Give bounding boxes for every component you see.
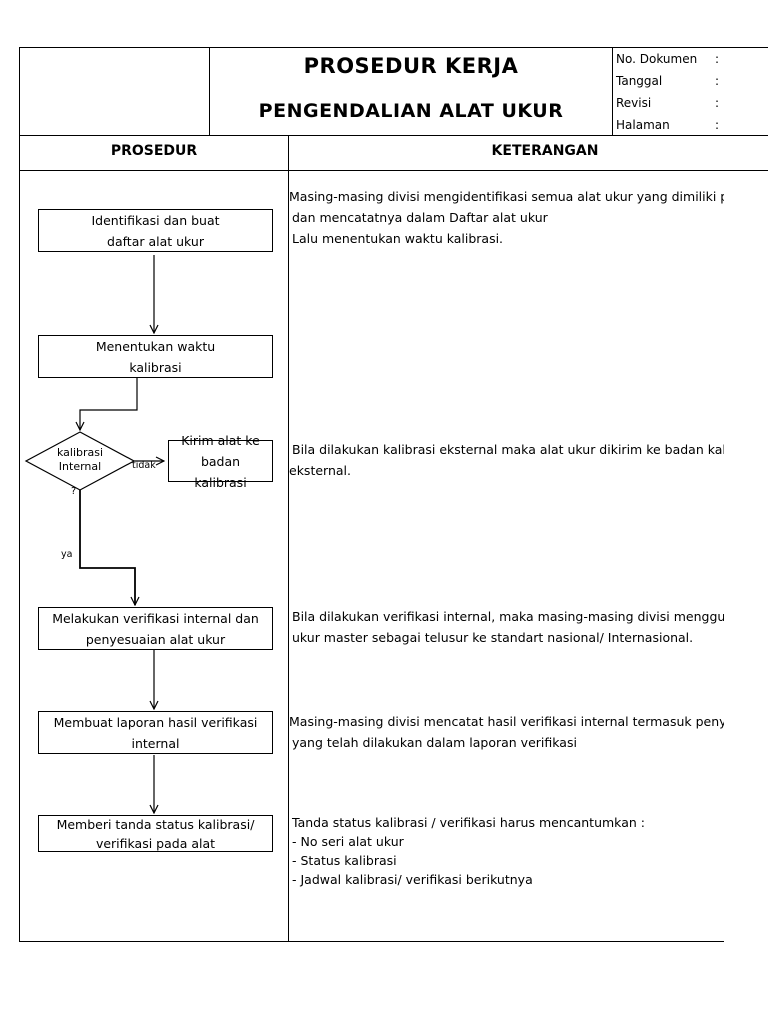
meta-colon: :: [715, 74, 720, 88]
note-line: yang telah dilakukan dalam laporan verif…: [292, 735, 577, 750]
step-identify-line1: Identifikasi dan buat: [91, 212, 220, 228]
note-status: Tanda status kalibrasi / verifikasi haru…: [292, 813, 645, 889]
label-ya: ya: [61, 549, 73, 560]
note-line: Tanda status kalibrasi / verifikasi haru…: [292, 815, 645, 830]
note-line: Lalu menentukan waktu kalibrasi.: [292, 231, 504, 246]
step-identify-line2: daftar alat ukur: [107, 233, 204, 249]
step-report-line1: Membuat laporan hasil verifikasi: [53, 714, 258, 730]
note-line: - Status kalibrasi: [292, 853, 397, 868]
step-label-line2: verifikasi pada alat: [95, 835, 216, 851]
step-verify-line2: penyesuaian alat ukur: [85, 631, 226, 647]
decision-label: kalibrasi Internal: [44, 446, 116, 474]
note-line: Bila dilakukan kalibrasi eksternal maka …: [292, 442, 724, 457]
meta-label-halaman: Halaman: [616, 118, 670, 132]
note-line: eksternal.: [289, 463, 351, 478]
decision-label-line2: Internal: [58, 460, 102, 473]
step-verify-box: Melakukan verifikasi internal dan penyesu…: [38, 607, 273, 650]
note-line: - Jadwal kalibrasi/ verifikasi berikutny…: [292, 872, 533, 887]
step-schedule-line2: kalibrasi: [129, 359, 182, 375]
notes-clip: Masing-masing divisi mengidentifikasi se…: [289, 171, 724, 941]
step-label-line1: Memberi tanda status kalibrasi/: [56, 816, 255, 832]
meta-colon: :: [715, 96, 720, 110]
step-schedule-box: Menentukan waktu kalibrasi: [38, 335, 273, 378]
meta-label-no-dokumen: No. Dokumen: [616, 52, 698, 66]
step-label-box: Memberi tanda status kalibrasi/verifikas…: [38, 815, 273, 852]
decision-question-mark: ?: [71, 486, 77, 497]
note-line: Masing-masing divisi mengidentifikasi se…: [289, 189, 724, 204]
document-title: PROSEDUR KERJA: [303, 54, 519, 78]
meta-colon: :: [715, 118, 720, 132]
step-identify-box: Identifikasi dan buat daftar alat ukur: [38, 209, 273, 252]
note-identify: Masing-masing divisi mengidentifikasi se…: [289, 186, 724, 249]
arrow-decision-yes: [79, 490, 135, 605]
label-tidak: tidak: [132, 460, 156, 471]
note-line: - No seri alat ukur: [292, 834, 404, 849]
note-report: Masing-masing divisi mencatat hasil veri…: [289, 711, 724, 753]
note-line: ukur master sebagai telusur ke standart …: [292, 630, 694, 645]
step-verify-line1: Melakukan verifikasi internal dan: [52, 610, 259, 626]
document-subtitle: PENGENDALIAN ALAT UKUR: [258, 100, 564, 122]
step-report-box: Membuat laporan hasil verifikasi internal: [38, 711, 273, 754]
decision-label-line1: kalibrasi: [56, 446, 104, 459]
column-header-keterangan: KETERANGAN: [491, 143, 599, 159]
step-external-box: Kirim alat ke badan kalibrasi: [168, 433, 273, 490]
step-external-line2: badan kalibrasi: [194, 453, 247, 490]
note-line: Masing-masing divisi mencatat hasil veri…: [289, 714, 724, 729]
column-header-prosedur: PROSEDUR: [110, 143, 198, 159]
step-external-line1: Kirim alat ke: [181, 432, 260, 448]
arrow-step2-to-decision: [80, 378, 138, 430]
step-schedule-line1: Menentukan waktu: [95, 338, 216, 354]
note-external: Bila dilakukan kalibrasi eksternal maka …: [289, 439, 724, 481]
note-verify: Bila dilakukan verifikasi internal, maka…: [292, 606, 724, 648]
meta-label-tanggal: Tanggal: [616, 74, 663, 88]
meta-colon: :: [715, 52, 720, 66]
step-report-line2: internal: [131, 735, 180, 751]
note-line: dan mencatatnya dalam Daftar alat ukur: [292, 210, 548, 225]
note-line: Bila dilakukan verifikasi internal, maka…: [292, 609, 724, 624]
meta-label-revisi: Revisi: [616, 96, 652, 110]
